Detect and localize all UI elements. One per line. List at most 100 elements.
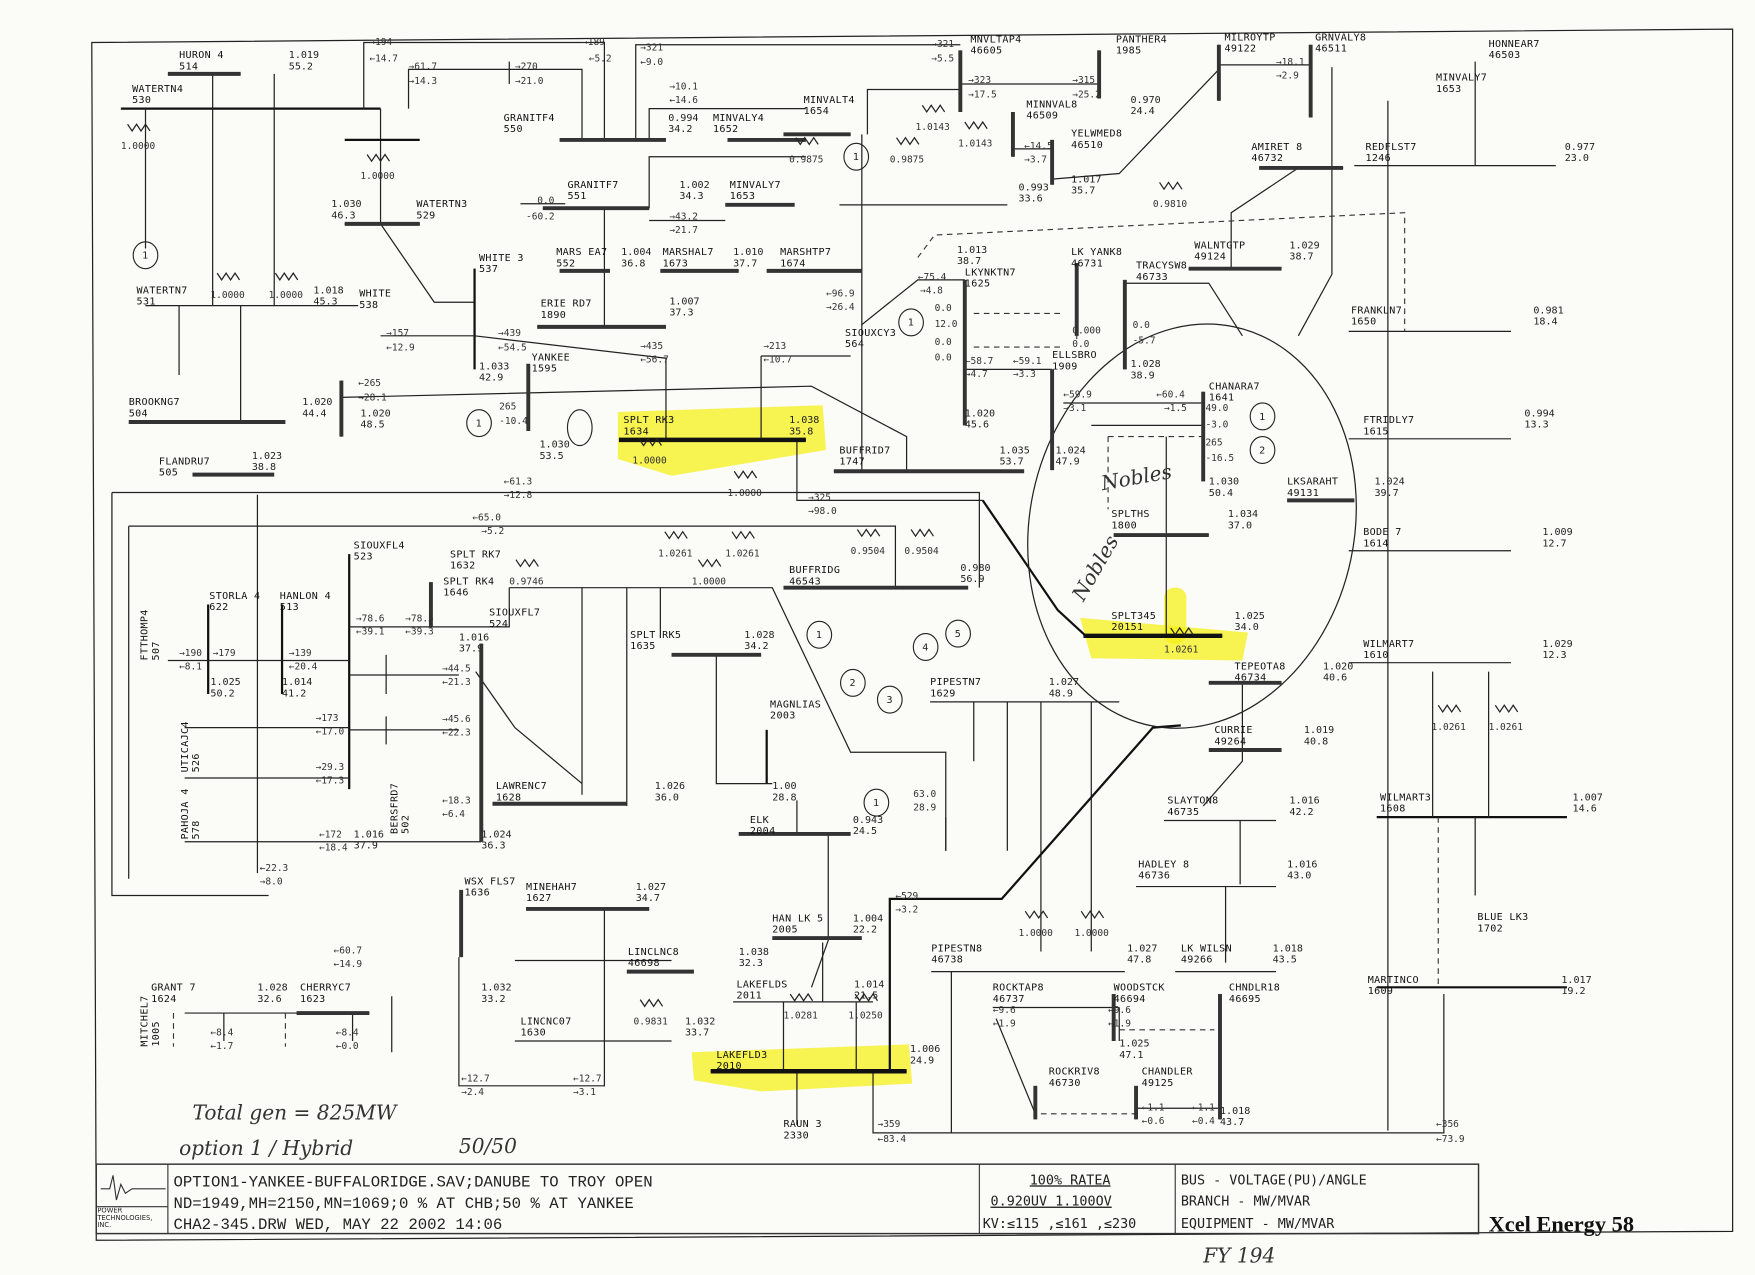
generator-icon[interactable]: 1 — [806, 620, 833, 649]
transformer-icon[interactable]: 1.0143 — [916, 104, 950, 133]
transformer-icon[interactable]: 1.0261 — [1164, 626, 1199, 656]
generator-icon[interactable]: 1 — [843, 142, 870, 171]
transformer-icon[interactable]: 1.0261 — [1489, 704, 1524, 733]
transformer-icon[interactable]: 0.9746 — [509, 558, 544, 588]
transformer-icon[interactable]: 0.9810 — [1153, 181, 1188, 210]
transformer-icon[interactable]: 1.0261 — [725, 530, 760, 560]
transformer-icon[interactable]: 1.0143 — [958, 120, 992, 150]
transformer-icon[interactable]: 0.9504 — [851, 528, 886, 557]
transformer-icon[interactable]: 0.9875 — [789, 136, 823, 166]
generator-icon[interactable]: 1 — [132, 241, 159, 270]
generator-icon[interactable]: 5 — [945, 619, 971, 648]
transformer-icon[interactable]: 1.0281 — [783, 992, 818, 1022]
generator-icon[interactable]: 2 — [840, 668, 866, 697]
transformer-icon[interactable]: 1.0000 — [210, 272, 245, 301]
transformer-icon[interactable]: 1.0000 — [692, 558, 727, 588]
generator-icon[interactable]: 1 — [1249, 402, 1276, 431]
transformer-icon[interactable]: 1.0261 — [1432, 704, 1467, 733]
transformer-icon[interactable]: 1.0000 — [121, 123, 156, 152]
generator-icon[interactable]: 3 — [876, 685, 903, 714]
generator-icon[interactable] — [566, 409, 593, 447]
transformer-icon[interactable]: 1.0000 — [269, 272, 304, 301]
transformer-icon[interactable]: 1.0000 — [1074, 910, 1109, 939]
generator-icon[interactable]: 4 — [912, 633, 939, 662]
transformer-icon[interactable]: 0.9875 — [890, 136, 924, 166]
generator-icon[interactable]: 1 — [466, 409, 492, 438]
transformer-icon[interactable]: 0.9504 — [904, 528, 939, 557]
generator-icon[interactable]: 1 — [863, 788, 890, 817]
transformer-icon[interactable]: 1.0000 — [360, 153, 395, 182]
transformer-icon[interactable]: 1.0000 — [728, 470, 763, 499]
